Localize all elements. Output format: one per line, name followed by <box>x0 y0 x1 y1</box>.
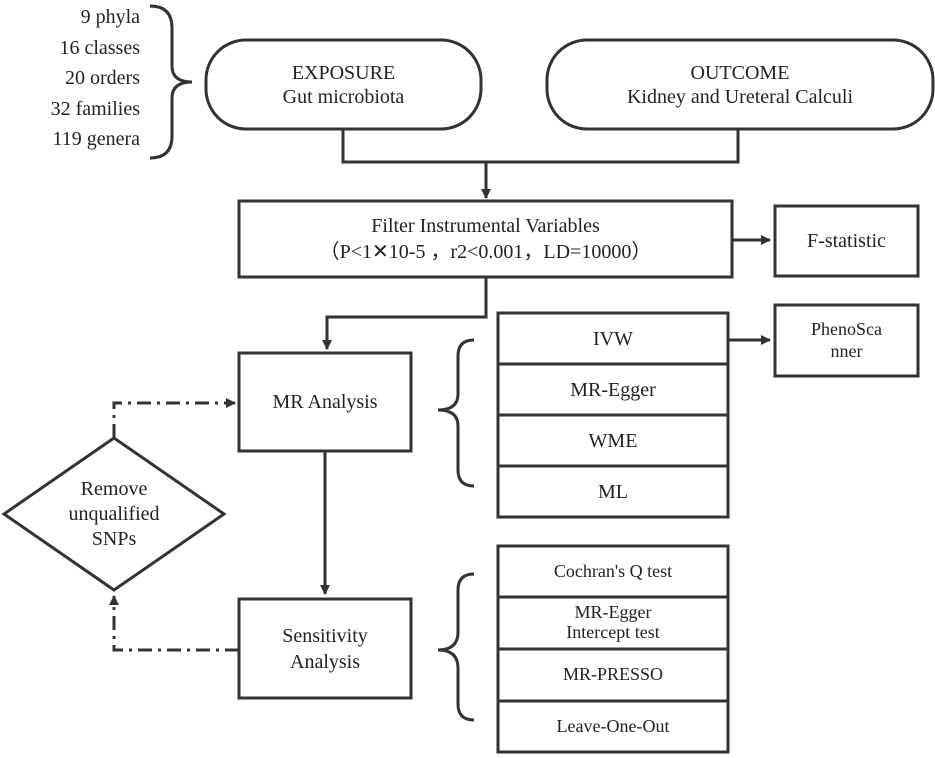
remove-diamond <box>1 436 227 592</box>
mr-method-cell: WME <box>588 429 638 452</box>
phenoscanner-line: nner <box>830 340 863 361</box>
mr-analysis-label: MR Analysis <box>272 391 378 413</box>
sensitivity-test-cell: Cochran's Q test <box>498 546 728 597</box>
merge-connector <box>341 129 740 198</box>
taxa-item: 119 genera <box>52 128 140 150</box>
exposure-label: EXPOSURE Gut microbiota <box>206 40 481 129</box>
mr-method-cell: ML <box>598 480 628 503</box>
phenoscanner-label: PhenoSca nner <box>775 305 918 376</box>
fstat-label: F-statistic <box>807 230 886 252</box>
exposure-subtitle: Gut microbiota <box>282 85 405 108</box>
filter-title: Filter Instrumental Variables <box>371 215 600 237</box>
outcome-subtitle: Kidney and Ureteral Calculi <box>626 85 854 108</box>
taxa-item: 16 classes <box>59 36 140 59</box>
sensitivity-test-line: MR-Egger <box>574 602 652 623</box>
remove-label: Remove unqualified SNPs <box>4 470 224 558</box>
taxa-item: 9 phyla <box>80 6 140 28</box>
exposure-title: EXPOSURE <box>291 61 396 84</box>
taxa-item: 32 families <box>50 97 140 120</box>
outcome-title: OUTCOME <box>690 61 790 84</box>
outcome-label: OUTCOME Kidney and Ureteral Calculi <box>547 40 933 129</box>
feedback-to-mr <box>112 398 236 438</box>
taxa-brace <box>149 4 193 160</box>
phenoscanner-line: PhenoSca <box>811 318 882 339</box>
sensitivity-label: Sensitivity Analysis <box>239 599 411 698</box>
sensitivity-test-line: MR-PRESSO <box>562 664 664 685</box>
arrow-to-mr <box>322 277 488 350</box>
sensitivity-test-line: Intercept test <box>566 622 660 642</box>
sensitivity-test-line: Leave-One-Out <box>556 715 670 736</box>
sensitivity-test-cell: Leave-One-Out <box>498 701 728 752</box>
fstat-box <box>773 204 920 278</box>
sensitivity-test-cell: MR-PRESSO <box>498 649 728 701</box>
phenoscanner-box <box>773 303 920 378</box>
remove-line: unqualified <box>68 502 160 525</box>
remove-line: Remove <box>80 477 148 500</box>
outcome-box <box>545 38 935 131</box>
mr-method-cell: IVW <box>593 327 633 350</box>
filter-criteria: （P<1✕10-5 ，r2<0.001，LD=10000） <box>319 241 652 263</box>
sensitivity-test-line: Cochran's Q test <box>553 560 673 581</box>
filter-label: Filter Instrumental Variables （P<1✕10-5 … <box>239 201 732 277</box>
sensitivity-line: Sensitivity <box>282 624 368 647</box>
mr-method-cell: MR-Egger <box>570 378 656 401</box>
feedback-from-sensitivity <box>109 595 239 652</box>
sensitivity-brace <box>437 572 475 722</box>
remove-line: SNPs <box>91 527 137 550</box>
taxa-item: 20 orders <box>65 67 140 89</box>
mr-methods-brace <box>437 338 475 488</box>
sensitivity-test-cell: MR-Egger Intercept test <box>498 597 728 649</box>
taxa-list: 9 phyla 16 classes 20 orders 32 families… <box>0 2 140 155</box>
sensitivity-line: Analysis <box>290 650 360 673</box>
